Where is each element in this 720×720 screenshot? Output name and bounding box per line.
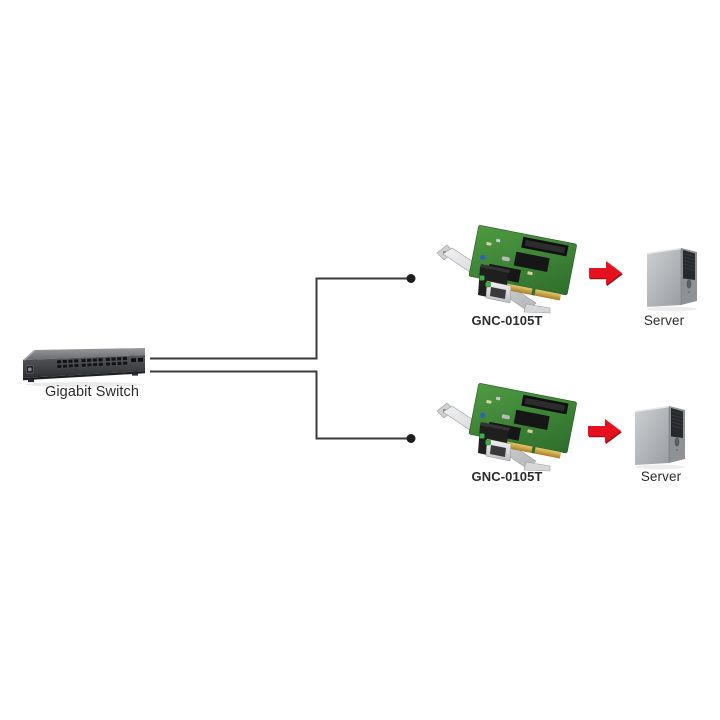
connection-dot-top (406, 274, 416, 283)
switch-label: Gigabit Switch (44, 384, 140, 400)
nic-label-top: GNC-0105T (471, 313, 543, 328)
nic-card-image-bottom (436, 382, 578, 472)
red-arrow-icon-bottom (588, 419, 622, 445)
red-arrow-icon-top (589, 261, 623, 287)
server-label-bottom: Server (640, 469, 682, 484)
connection-dot-bottom (406, 434, 416, 443)
server-tower-image-bottom (634, 405, 686, 470)
server-label-top: Server (643, 313, 685, 328)
connection-line-top (150, 277, 411, 360)
nic-label-bottom: GNC-0105T (471, 469, 543, 484)
connection-line-bottom (150, 370, 411, 440)
server-tower-image-top (646, 247, 698, 312)
gigabit-switch-image (22, 347, 146, 388)
nic-card-image-top (436, 224, 578, 314)
